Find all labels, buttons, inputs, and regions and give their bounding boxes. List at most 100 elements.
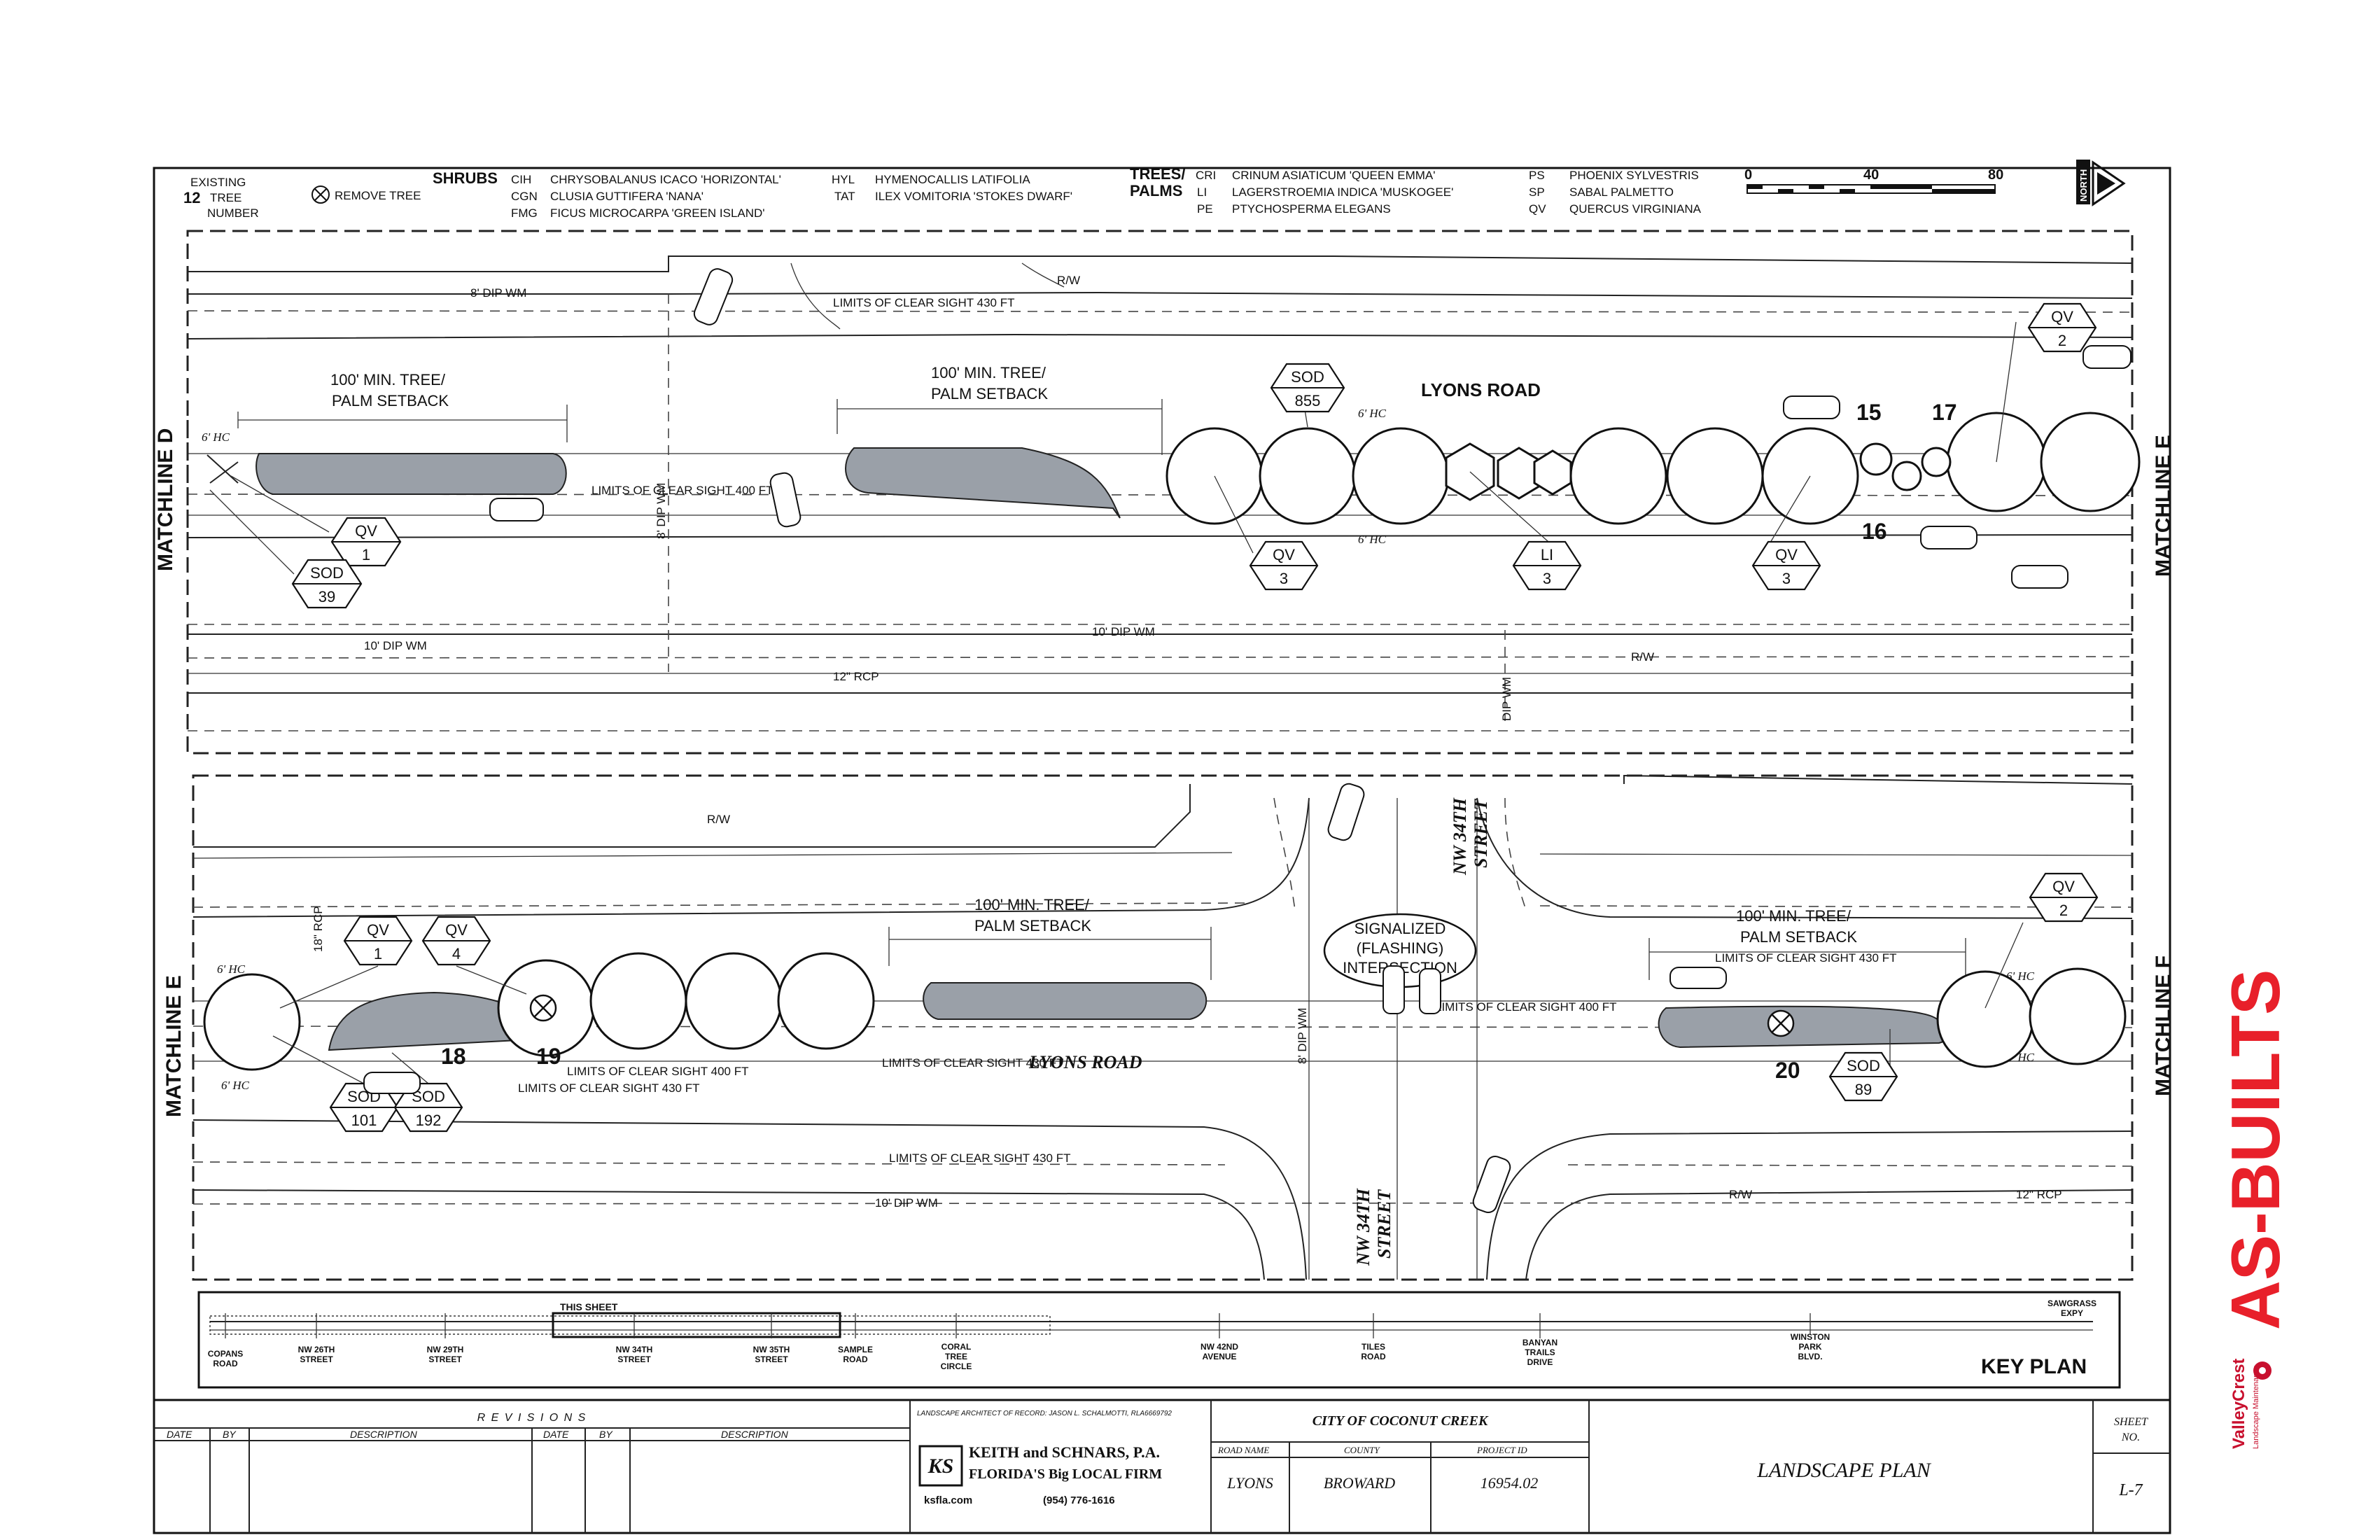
tag-qty: 39 <box>318 588 335 606</box>
legend-tree-name: QUERCUS VIRGINIANA <box>1569 202 1702 216</box>
bottom-plan-view: R/W R/W 12" RCP LIMITS OF CLEAR SIGHT 43… <box>162 774 2175 1281</box>
key-street: ROAD <box>843 1354 868 1364</box>
hc-label: 6' HC <box>1358 407 1387 420</box>
tag-code: QV <box>2052 878 2075 895</box>
tag-qty: 2 <box>2058 332 2066 349</box>
tag-qty: 4 <box>452 945 461 962</box>
firm-header: LANDSCAPE ARCHITECT OF RECORD: JASON L. … <box>917 1410 1172 1418</box>
legend-shrub-name: ILEX VOMITORIA 'STOKES DWARF' <box>875 190 1072 203</box>
vehicle-icon <box>1783 396 1840 419</box>
legend-trees-heading: PALMS <box>1130 182 1182 200</box>
setback-label: 100' MIN. TREE/ <box>1736 907 1851 925</box>
palm-symbol <box>1533 449 1572 496</box>
rcp-label: 12" RCP <box>833 670 879 683</box>
tag-code: SOD <box>310 564 344 582</box>
legend-existing-line3: NUMBER <box>207 206 259 220</box>
north-label: NORTH <box>2078 169 2089 202</box>
clear-sight-label: LIMITS OF CLEAR SIGHT 430 FT <box>518 1082 699 1095</box>
setback-label: 100' MIN. TREE/ <box>974 896 1090 913</box>
tree <box>1936 970 2034 1068</box>
revisions-heading: R E V I S I O N S <box>477 1412 587 1424</box>
clear-sight-label: LIMITS OF CLEAR SIGHT 430 FT <box>889 1152 1070 1165</box>
key-street: WINSTON <box>1791 1332 1830 1342</box>
tree-number: 16 <box>1862 519 1887 544</box>
water-main-label: 10' DIP WM <box>1092 625 1155 638</box>
road-name-value: LYONS <box>1226 1474 1273 1492</box>
remove-tree-icon <box>312 186 330 204</box>
street-name: NW 34TH <box>1353 1188 1373 1266</box>
setback-dimension: 100' MIN. TREE/ PALM SETBACK <box>836 364 1163 455</box>
firm-name: KEITH and SCHNARS, P.A. <box>969 1443 1160 1461</box>
plant-tag: QV 1 <box>343 916 413 966</box>
vehicle-icon <box>769 472 802 528</box>
water-main-vertical-label: 8' DIP WM <box>654 483 668 539</box>
tag-qty: 192 <box>416 1112 442 1129</box>
key-street: ROAD <box>213 1359 238 1368</box>
clear-sight-label: LIMITS OF CLEAR SIGHT 430 FT <box>1715 951 1896 965</box>
key-street: STREET <box>428 1354 462 1364</box>
setback-label: PALM SETBACK <box>974 917 1091 934</box>
title-block: R E V I S I O N S DATE BY DESCRIPTION DA… <box>153 1399 2171 1534</box>
tag-code: QV <box>1775 546 1798 564</box>
firm-tagline: FLORIDA'S Big LOCAL FIRM <box>969 1466 1162 1482</box>
small-tree <box>1921 447 1952 477</box>
road-name: LYONS ROAD <box>1421 379 1541 400</box>
key-street: ROAD <box>1361 1352 1386 1362</box>
clear-sight-label: LIMITS OF CLEAR SIGHT 400 FT <box>1435 1000 1616 1014</box>
brand-name: ValleyCrest <box>2230 1359 2248 1449</box>
water-main-label: 8' DIP WM <box>470 286 526 300</box>
legend: EXISTING TREE NUMBER 12 REMOVE TREE SHRU… <box>183 165 1702 220</box>
legend-tree-code: LI <box>1197 186 1207 199</box>
small-tree <box>1859 442 1893 476</box>
plant-tag: SOD 89 <box>1828 1051 1898 1102</box>
scale-bar: 0 40 80 <box>1744 167 2003 194</box>
tag-code: QV <box>1273 546 1295 564</box>
tag-qty: 855 <box>1295 392 1321 410</box>
vehicle-icon <box>1472 1155 1511 1214</box>
legend-shrub-code: CIH <box>511 173 531 186</box>
tree-number: 19 <box>536 1044 561 1069</box>
plant-tag: SOD 192 <box>393 1082 463 1133</box>
signal-label: SIGNALIZED <box>1354 920 1446 937</box>
remove-tree-icon <box>529 994 557 1022</box>
bottom-plan-viewport <box>192 774 2134 1281</box>
tag-code: QV <box>367 921 389 939</box>
plant-tag: QV 3 <box>1751 540 1821 591</box>
vehicle-icon <box>1670 967 1727 989</box>
key-street: BANYAN <box>1522 1338 1558 1348</box>
revisions-col-date: DATE <box>543 1429 569 1440</box>
right-of-way-label: R/W <box>707 813 730 826</box>
county-label: COUNTY <box>1344 1445 1380 1455</box>
key-street: NW 29TH <box>427 1345 464 1354</box>
plant-tag: QV 4 <box>421 916 491 966</box>
tree-number: 18 <box>441 1044 466 1069</box>
right-of-way-label: R/W <box>1631 650 1654 664</box>
legend-tree-code: SP <box>1529 186 1545 199</box>
legend-existing-example: 12 <box>183 189 200 206</box>
vehicle-icon <box>1382 965 1405 1014</box>
hc-label: 6' HC <box>217 962 246 976</box>
tree <box>2029 967 2127 1065</box>
firm-web: ksfla.com <box>924 1494 972 1506</box>
vehicle-icon <box>363 1072 421 1094</box>
firm-logo-text: KS <box>927 1455 954 1478</box>
plant-tag: QV 2 <box>2027 302 2097 353</box>
sheet-border <box>153 167 2171 1534</box>
legend-tree-code: QV <box>1529 202 1546 216</box>
clear-sight-label: LIMITS OF CLEAR SIGHT 400 FT <box>567 1065 748 1078</box>
tree <box>2040 412 2141 512</box>
vehicle-icon <box>2011 565 2068 589</box>
hc-label: 6' HC <box>1358 533 1387 546</box>
legend-tree-code: CRI <box>1196 169 1216 182</box>
tag-qty: 101 <box>351 1112 377 1129</box>
setback-dimension: 100' MIN. TREE/ PALM SETBACK <box>888 896 1212 980</box>
signal-callout: SIGNALIZED (FLASHING) INTERSECTION <box>1323 913 1477 988</box>
rcp-vertical-label: 18" RCP <box>312 906 325 952</box>
planting-bed <box>255 453 567 495</box>
tag-code: QV <box>2051 308 2073 326</box>
clear-sight-label: LIMITS OF CLEAR SIGHT 430 FT <box>833 296 1014 309</box>
right-of-way-label: R/W <box>1729 1188 1752 1201</box>
key-street: STREET <box>755 1354 788 1364</box>
planting-bed <box>845 447 1121 519</box>
